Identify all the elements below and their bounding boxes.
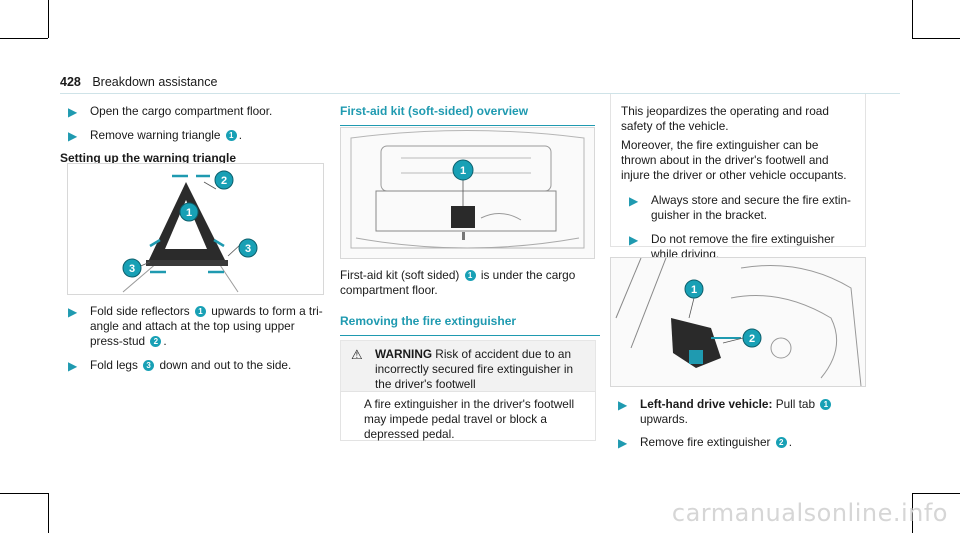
callout-badge: 2 <box>775 437 787 448</box>
left-steps-2: ▶Fold side reflectors 1 upwards to form … <box>60 304 330 373</box>
heading-rule <box>340 335 600 336</box>
figure-label: 3 <box>129 263 135 275</box>
callout-badge: 1 <box>820 399 832 410</box>
callout-badge: 2 <box>150 336 162 347</box>
middle-caption: First-aid kit (soft sided) 1 is under th… <box>340 268 600 336</box>
figure-label: 1 <box>186 207 192 219</box>
warning-icon: ⚠ <box>351 347 363 362</box>
warning-body: A fire extinguisher in the driver's foot… <box>340 391 596 441</box>
heading-rule <box>340 125 595 126</box>
arrow-icon: ▶ <box>68 359 78 373</box>
figure-caption: First-aid kit (soft sided) 1 is under th… <box>340 268 576 297</box>
callout-badge: 1 <box>464 270 476 281</box>
crop-mark <box>0 38 48 39</box>
left-column: ▶Open the cargo compartment floor. ▶Remo… <box>60 104 325 166</box>
crop-mark <box>48 0 49 38</box>
header-rule <box>60 93 900 94</box>
warning-title: WARNING <box>375 347 433 361</box>
arrow-icon: ▶ <box>618 436 628 450</box>
arrow-icon: ▶ <box>68 105 78 119</box>
page-number: 428 <box>60 75 81 89</box>
figure-label: 1 <box>460 165 466 177</box>
step-remove-extinguisher: ▶Remove fire extinguisher 2. <box>618 435 793 450</box>
page-header: 428 Breakdown assistance <box>60 75 217 89</box>
section-heading: Removing the fire extinguisher <box>340 314 517 328</box>
crop-mark <box>912 0 913 38</box>
middle-heading-block: First-aid kit (soft-sided) overview <box>340 104 595 126</box>
section-heading: Setting up the warning triangle <box>60 151 237 165</box>
figure-label: 2 <box>749 333 755 345</box>
arrow-icon: ▶ <box>68 305 78 319</box>
step-open-floor: ▶Open the cargo compartment floor. <box>68 104 273 119</box>
section-heading: First-aid kit (soft-sided) overview <box>340 104 529 118</box>
section-title: Breakdown assistance <box>92 75 218 89</box>
callout-badge: 1 <box>225 130 237 141</box>
crop-mark <box>48 493 49 533</box>
cargo-compartment-figure: 1 <box>340 127 595 259</box>
arrow-icon: ▶ <box>68 129 78 143</box>
warning-text: A fire extinguisher in the driver's foot… <box>364 397 575 441</box>
warning-triangle-figure: 2 1 3 3 <box>67 163 324 295</box>
step-fold-reflectors: ▶Fold side reflectors 1 upwards to form … <box>68 304 323 348</box>
crop-mark <box>912 493 913 533</box>
callout-badge: 1 <box>194 306 206 317</box>
arrow-icon: ▶ <box>618 398 628 412</box>
arrow-icon: ▶ <box>629 194 639 208</box>
fire-extinguisher-figure: 1 2 <box>610 257 866 387</box>
crop-mark <box>912 38 960 39</box>
figure-label: 3 <box>245 243 251 255</box>
figure-label: 2 <box>221 175 227 187</box>
step-remove-triangle: ▶Remove warning triangle 1. <box>68 128 243 143</box>
crop-mark <box>0 493 48 494</box>
figure-label: 1 <box>691 284 697 296</box>
step-fold-legs: ▶Fold legs 3 down and out to the side. <box>68 358 292 373</box>
callout-badge: 3 <box>143 360 155 371</box>
bullet-store-extinguisher: ▶Always store and secure the fire extin-… <box>629 193 851 222</box>
watermark: carmanualsonline.info <box>671 499 948 527</box>
crop-mark <box>912 493 960 494</box>
arrow-icon: ▶ <box>629 233 639 247</box>
